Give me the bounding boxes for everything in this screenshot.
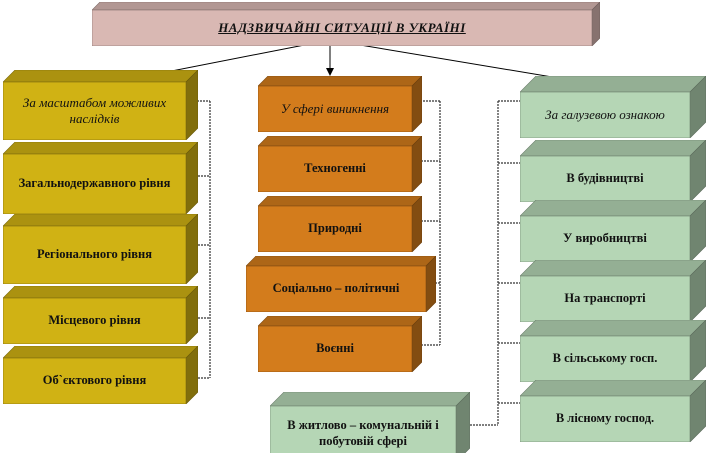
right-item-5: В лісному господ. bbox=[520, 380, 706, 442]
right-header-box: За галузевою ознакою bbox=[520, 76, 706, 138]
right-item-5-label: В лісному господ. bbox=[555, 411, 655, 426]
left-item-3-label: Місцевого рівня bbox=[48, 313, 141, 328]
center-item-4: Воєнні bbox=[258, 316, 422, 372]
right-item-2-label: У виробництві bbox=[563, 231, 647, 246]
center-item-4-label: Воєнні bbox=[316, 341, 354, 356]
left-item-3: Місцевого рівня bbox=[3, 286, 198, 344]
center-item-2: Природні bbox=[258, 196, 422, 252]
left-item-4: Об`єктового рівня bbox=[3, 346, 198, 404]
center-item-1-label: Техногенні bbox=[304, 161, 366, 176]
right-header-box-label: За галузевою ознакою bbox=[545, 106, 665, 122]
center-item-2-label: Природні bbox=[308, 221, 362, 236]
right-extra-box-label: В житлово – комунальній і побутовій сфер… bbox=[287, 418, 439, 448]
right-item-4: В сільському госп. bbox=[520, 320, 706, 382]
title-box: НАДЗВИЧАЙНІ СИТУАЦІЇ В УКРАЇНІ bbox=[92, 2, 600, 46]
center-header-box: У сфері виникнення bbox=[258, 76, 422, 132]
center-item-3: Соціально – політичні bbox=[246, 256, 436, 312]
right-bracket bbox=[470, 100, 520, 426]
left-item-2: Регіонального рівня bbox=[3, 214, 198, 284]
right-extra-box: В житлово – комунальній і побутовій сфер… bbox=[270, 392, 470, 453]
right-item-1-label: В будівництві bbox=[566, 171, 644, 186]
right-item-3: На транспорті bbox=[520, 260, 706, 322]
left-item-1-label: Загальнодержавного рівня bbox=[18, 176, 171, 191]
title-box-label: НАДЗВИЧАЙНІ СИТУАЦІЇ В УКРАЇНІ bbox=[218, 19, 466, 35]
left-item-2-label: Регіонального рівня bbox=[37, 247, 152, 262]
left-header-box: За масштабом можливих наслідків bbox=[3, 70, 198, 140]
right-item-2: У виробництві bbox=[520, 200, 706, 262]
center-header-box-label: У сфері виникнення bbox=[280, 100, 390, 116]
left-item-4-label: Об`єктового рівня bbox=[42, 373, 147, 388]
left-header-box-label: За масштабом можливих наслідків bbox=[22, 94, 167, 126]
center-item-3-label: Соціально – політичні bbox=[272, 281, 400, 296]
right-item-4-label: В сільському госп. bbox=[552, 351, 658, 366]
right-item-1: В будівництві bbox=[520, 140, 706, 202]
right-item-3-label: На транспорті bbox=[564, 291, 646, 306]
left-item-1: Загальнодержавного рівня bbox=[3, 142, 198, 214]
center-item-1: Техногенні bbox=[258, 136, 422, 192]
